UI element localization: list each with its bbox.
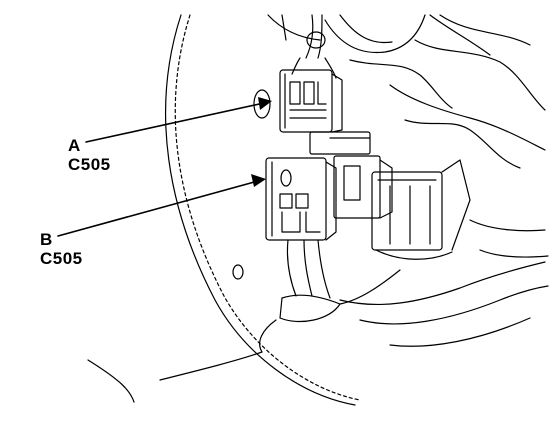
- leader-line-b: [57, 180, 259, 237]
- wire-harness-upper: [291, 14, 337, 79]
- body-panel-arcs: [87, 14, 361, 406]
- arrowhead-a: [258, 97, 272, 110]
- callout-b: B C505: [40, 230, 83, 268]
- leader-line-a: [85, 102, 265, 143]
- callout-a-letter: A: [68, 136, 81, 155]
- connector-a: [253, 69, 343, 133]
- lower-structure: [232, 219, 549, 347]
- connector-b: [265, 157, 337, 241]
- callout-a: A C505: [68, 136, 111, 174]
- wire-harness-lower: [159, 239, 401, 381]
- relay-block: [371, 159, 471, 260]
- callout-b-letter: B: [40, 230, 53, 249]
- arrowhead-b: [251, 174, 266, 187]
- callout-a-connector: C505: [68, 155, 111, 174]
- upper-structure: [267, 14, 546, 169]
- connector-bracket: [309, 131, 393, 219]
- callout-b-connector: C505: [40, 249, 83, 268]
- leader-lines: [57, 97, 272, 237]
